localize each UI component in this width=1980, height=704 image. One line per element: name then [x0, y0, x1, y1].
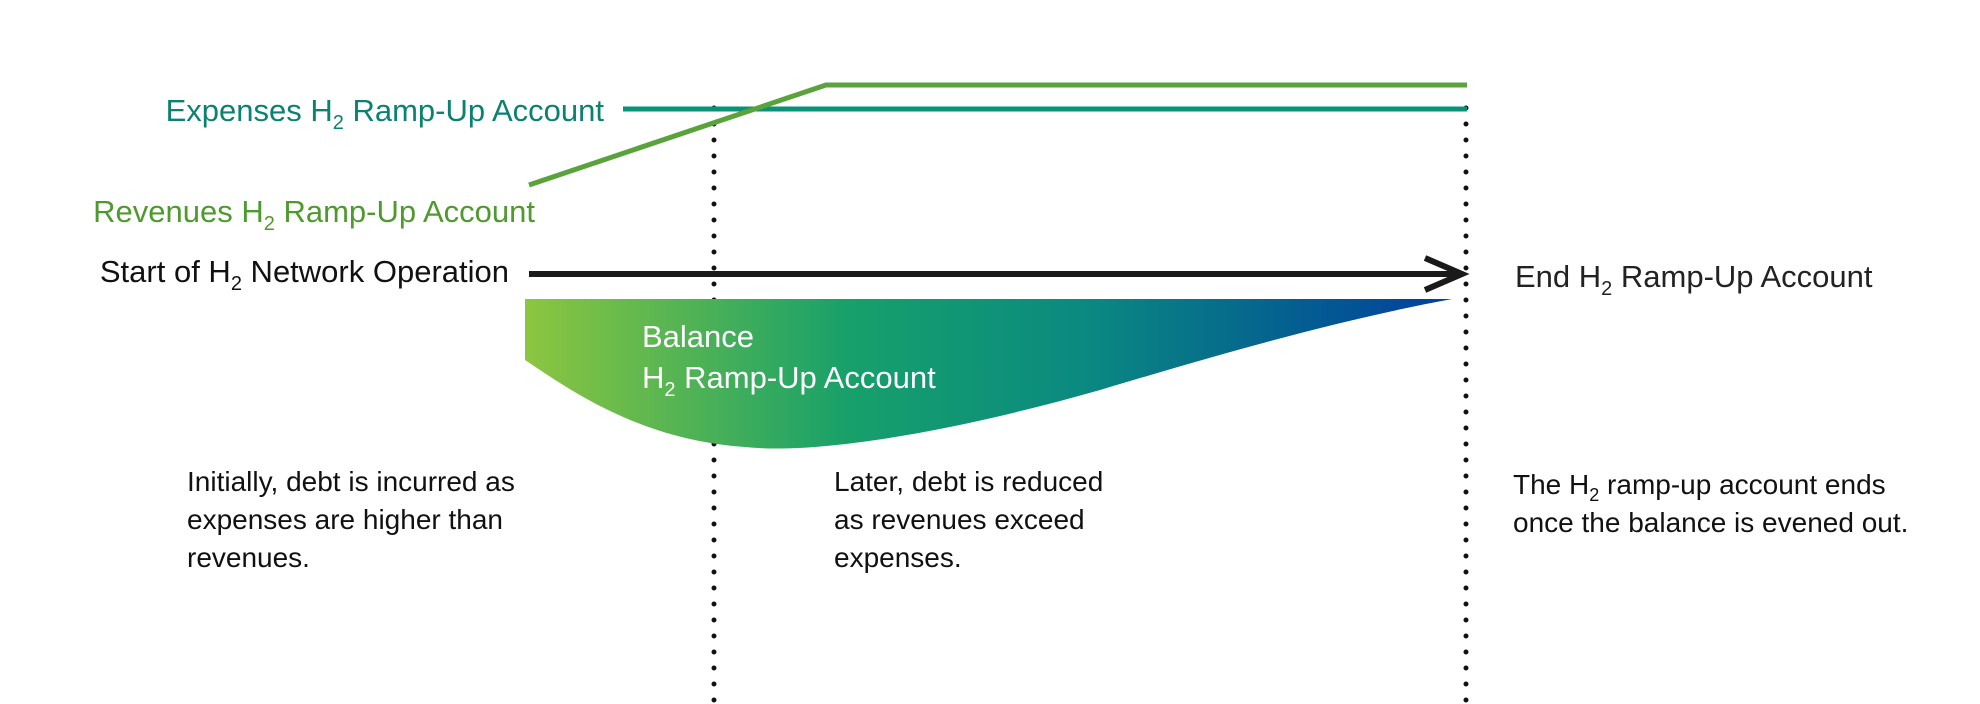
desc-line: expenses are higher than	[187, 504, 503, 535]
balance-label-line2: H2 Ramp-Up Account	[642, 360, 936, 401]
expenses-label: Expenses H2 Ramp-Up Account	[166, 93, 605, 134]
desc-line: once the balance is evened out.	[1513, 507, 1908, 538]
revenues-line	[528, 82, 1467, 188]
desc-line: as revenues exceed	[834, 504, 1085, 535]
phase2-description: Later, debt is reduced as revenues excee…	[834, 466, 1103, 573]
phase3-description: The H2 ramp-up account ends once the bal…	[1513, 469, 1908, 538]
desc-line: Later, debt is reduced	[834, 466, 1103, 497]
end-label: End H2 Ramp-Up Account	[1515, 259, 1873, 300]
desc-line: revenues.	[187, 542, 310, 573]
desc-line: expenses.	[834, 542, 962, 573]
arrow-head-icon	[1423, 255, 1470, 293]
start-label: Start of H2 Network Operation	[100, 254, 509, 295]
phase1-description: Initially, debt is incurred as expenses …	[187, 466, 515, 573]
balance-area	[525, 299, 1452, 449]
revenues-label: Revenues H2 Ramp-Up Account	[93, 194, 535, 235]
balance-label: Balance	[642, 319, 754, 354]
desc-line: The H2 ramp-up account ends	[1513, 469, 1886, 505]
desc-line: Initially, debt is incurred as	[187, 466, 515, 497]
